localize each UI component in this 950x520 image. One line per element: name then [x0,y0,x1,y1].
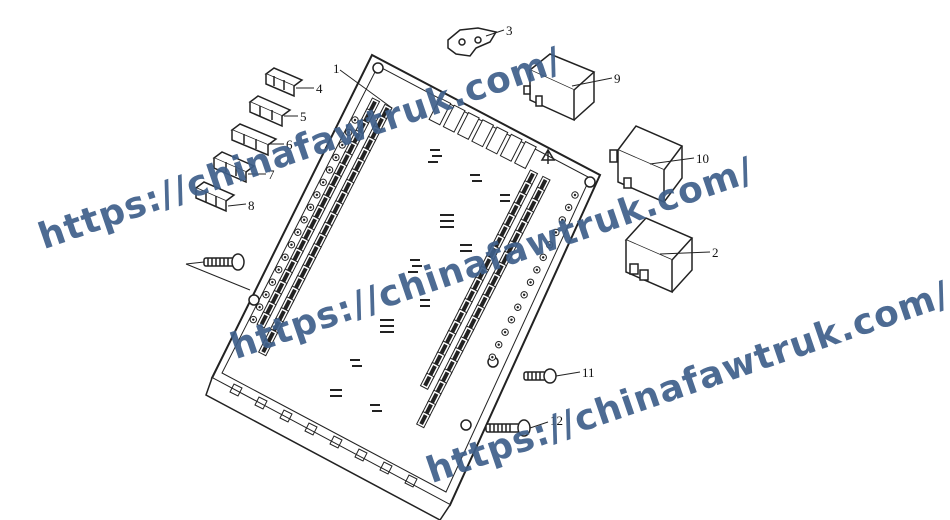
callout-3: 3 [506,23,513,38]
fuse-box-board [205,53,602,520]
relay-9 [523,53,596,122]
screw-11 [523,368,557,384]
callout-5: 5 [300,109,307,124]
callout-11: 11 [582,365,595,380]
connector-5 [248,95,292,128]
connector-6 [230,123,278,157]
callout-6: 6 [286,137,293,152]
relay-2 [624,217,694,294]
callout-10: 10 [696,151,709,166]
callout-2: 2 [712,245,719,260]
screw-12 [485,419,531,437]
callout-9: 9 [614,71,621,86]
callout-7: 7 [268,167,275,182]
connector-4 [264,67,304,98]
callout-4: 4 [316,81,323,96]
leader-lines [185,29,711,429]
bracket-clip-3 [447,27,498,57]
callout-12: 12 [550,413,563,428]
callout-1: 1 [333,61,340,76]
connector-8 [194,181,236,213]
connector-7 [212,151,256,184]
screw-left [203,253,245,271]
callout-8: 8 [248,198,255,213]
